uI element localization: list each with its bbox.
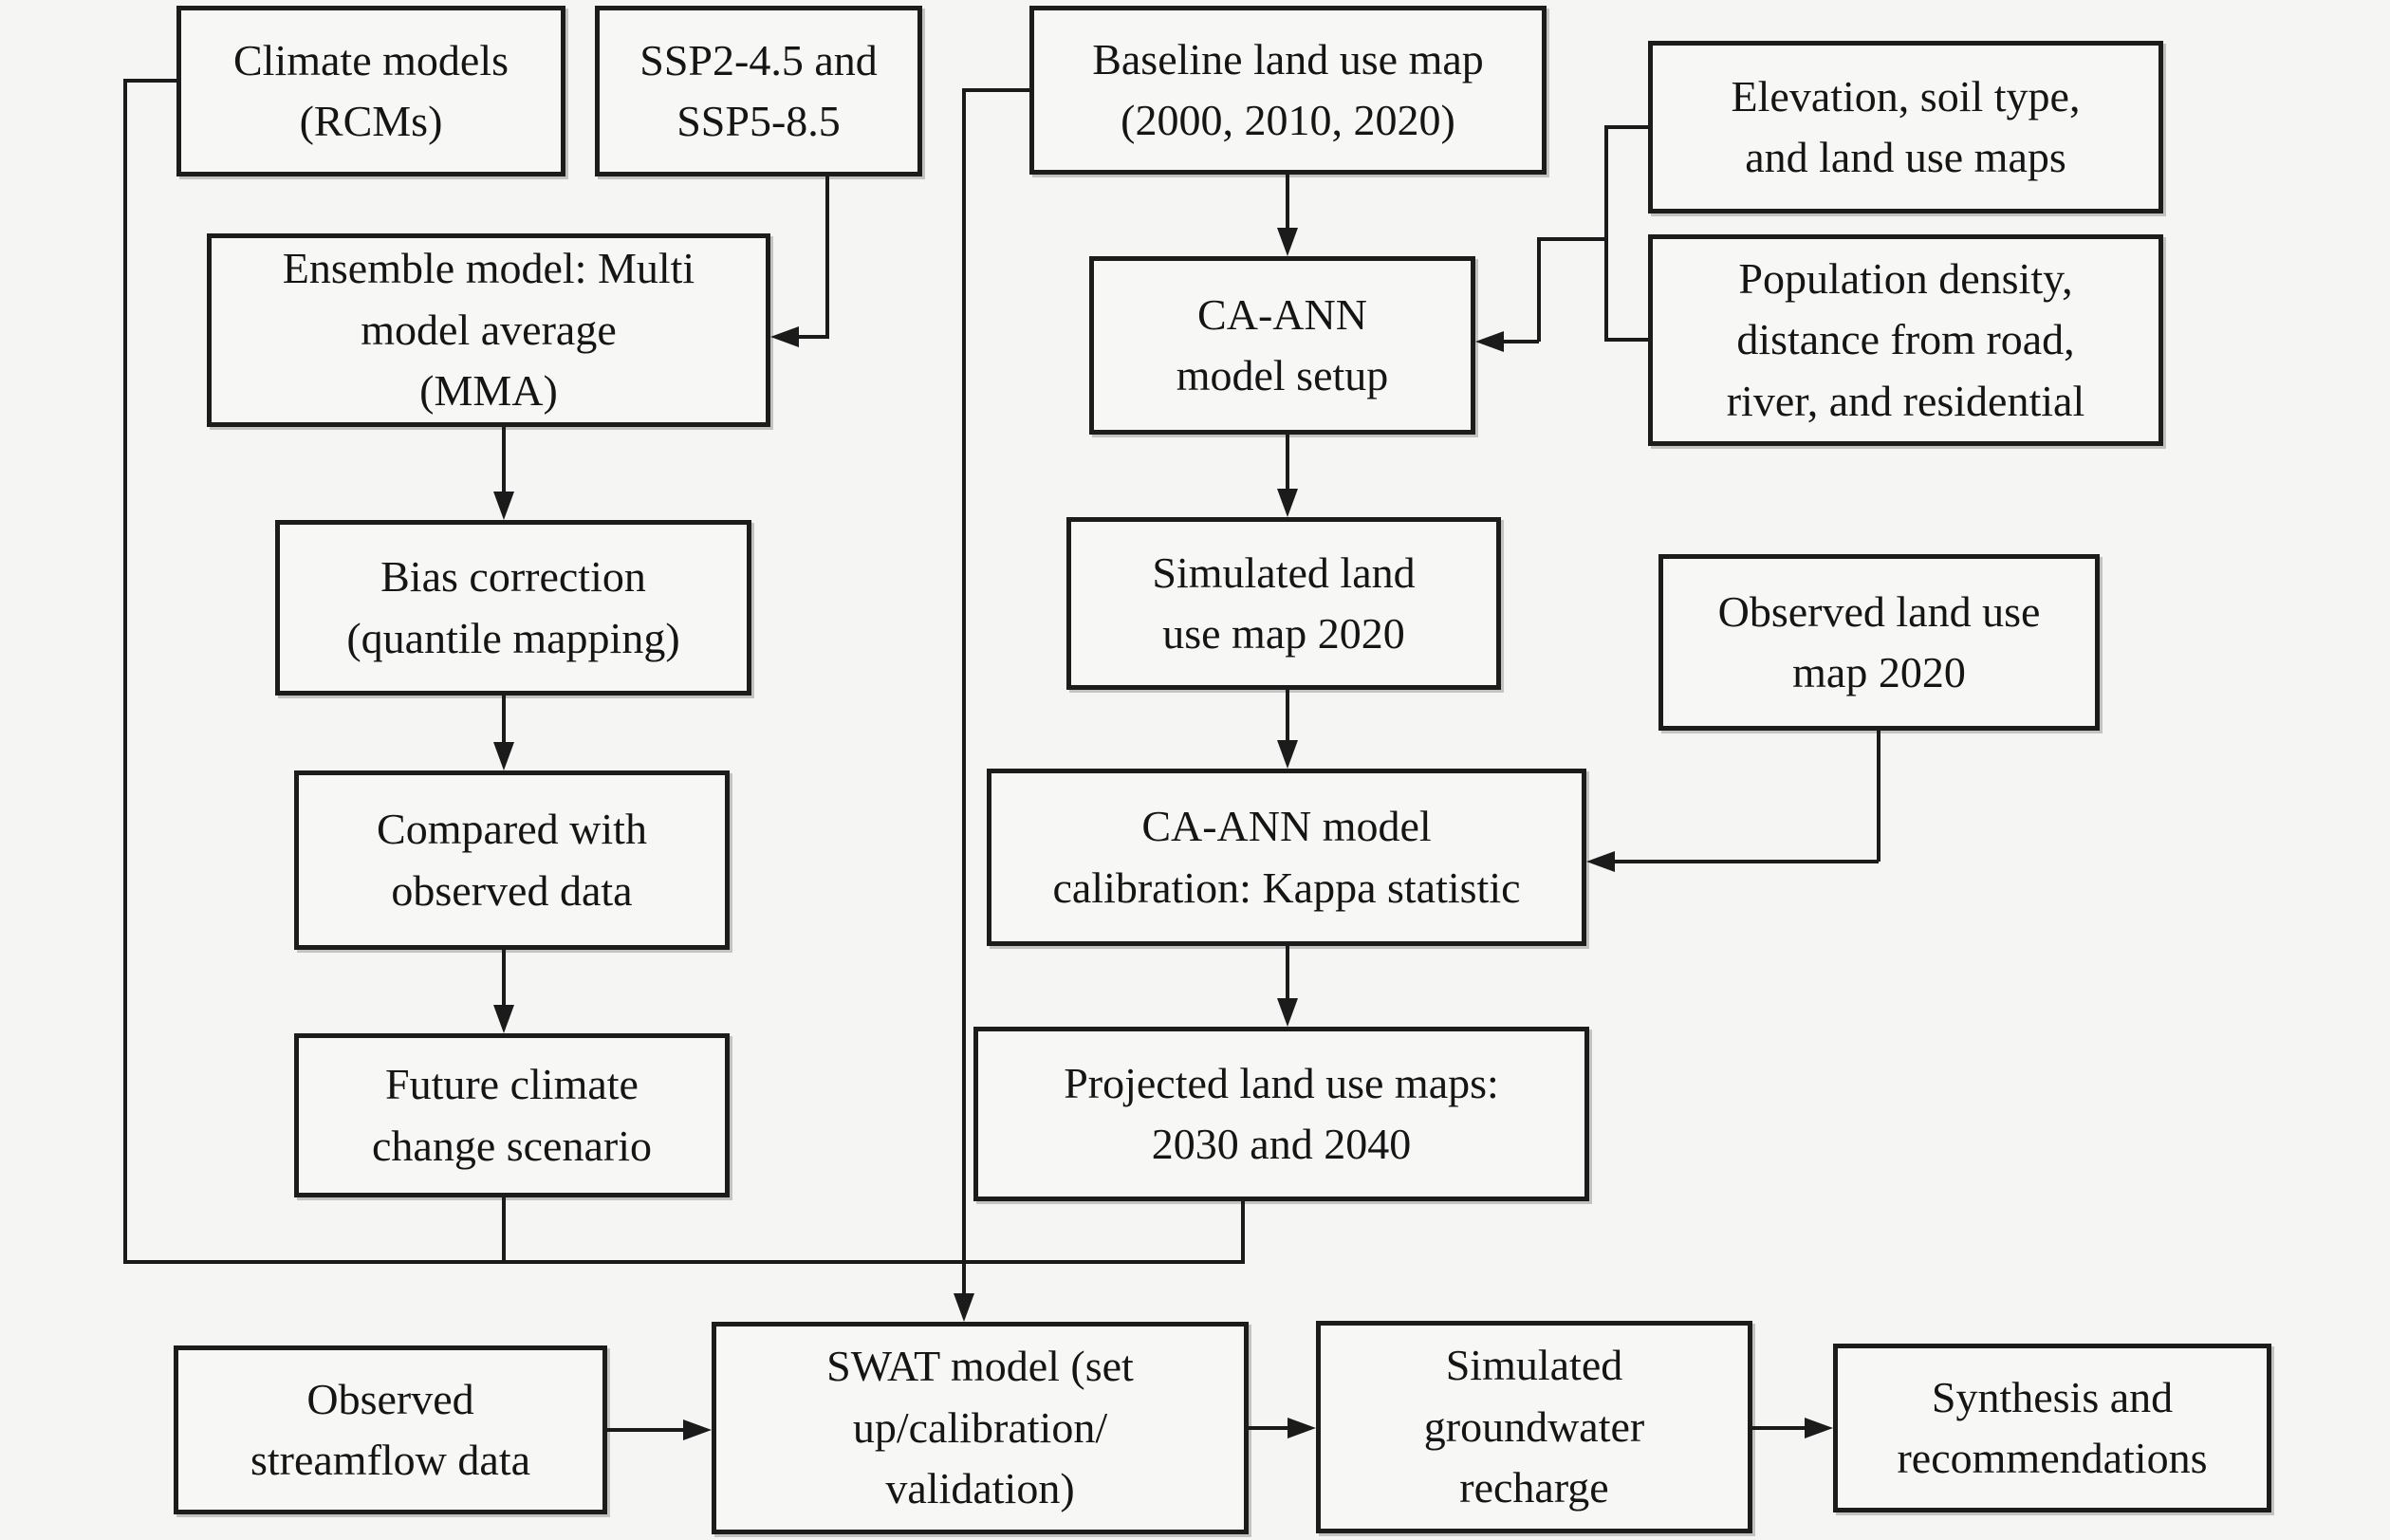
node-observed-landuse: Observed land use map 2020 (1658, 554, 2100, 731)
connector-future-to-merge-v (502, 1197, 506, 1264)
node-simulated-landuse-label-line: use map 2020 (1162, 609, 1405, 658)
node-swat-model-label-line: up/calibration/ (852, 1402, 1108, 1452)
node-swat-model-label-line: SWAT model (set (826, 1342, 1134, 1391)
connector-bracket-top-stub-h (1606, 125, 1648, 129)
arrow-into-ensemble-arrowhead-icon (770, 326, 799, 347)
connector-observedlu-to-calibration-h (1613, 860, 1879, 863)
node-bias-correction-label-line: Bias correction (380, 552, 646, 602)
node-ssp-scenarios-label-line: SSP2-4.5 and (639, 35, 878, 84)
node-synthesis: Synthesis and recommendations (1833, 1344, 2271, 1512)
node-simulated-landuse-label-line: Simulated land (1152, 547, 1416, 597)
node-elevation-soil-label-line: and land use maps (1745, 133, 2066, 181)
connector-ssp-to-ensemble-v (825, 176, 829, 339)
node-ensemble-model-label-line: Ensemble model: Multi (282, 244, 695, 293)
connector-baseline-left-h (964, 88, 1029, 92)
arrow-into-synthesis-arrowhead-icon (1805, 1418, 1833, 1438)
node-observed-landuse-label-line: Observed land use (1717, 586, 2041, 636)
connector-caann-input-h (1502, 340, 1539, 343)
node-ensemble-model-label-line: model average (361, 305, 617, 354)
arrow-into-projected-arrowhead-icon (1277, 998, 1298, 1027)
node-ensemble-model: Ensemble model: Multi model average (MMA) (207, 233, 770, 427)
node-population-distance-label-line: Population density, (1738, 253, 2073, 303)
node-population-distance: Population density, distance from road, ri… (1648, 234, 2163, 446)
node-projected-landuse-label-line: 2030 and 2040 (1151, 1120, 1412, 1168)
connector-compared-to-future-v (502, 950, 506, 1007)
connector-bias-to-compared-v (502, 696, 506, 744)
connector-projected-to-merge-v (1241, 1201, 1245, 1264)
connector-ssp-to-ensemble-h (795, 335, 829, 339)
connector-caann-to-simulated-v (1286, 435, 1289, 491)
node-ssp-scenarios-label-line: SSP5-8.5 (676, 97, 841, 145)
arrow-into-swat-top-arrowhead-icon (954, 1293, 974, 1322)
node-elevation-soil-label-line: Elevation, soil type, (1731, 71, 2081, 121)
node-elevation-soil: Elevation, soil type, and land use maps (1648, 41, 2163, 213)
node-compared-observed: Compared with observed data (294, 770, 730, 950)
node-caann-setup-label-line: model setup (1176, 351, 1389, 399)
arrow-into-swat-left-arrowhead-icon (683, 1419, 712, 1440)
arrow-into-calibration-top-arrowhead-icon (1277, 740, 1298, 769)
arrow-into-caann-top-arrowhead-icon (1277, 228, 1298, 256)
node-simulated-groundwater-label-line: groundwater (1423, 1401, 1645, 1451)
node-baseline-landuse-label-line: (2000, 2010, 2020) (1121, 96, 1455, 144)
node-caann-calibration-label-line: calibration: Kappa statistic (1052, 863, 1521, 912)
arrow-into-compared-arrowhead-icon (493, 742, 514, 770)
node-climate-models-label-line: Climate models (232, 35, 509, 84)
node-synthesis-label-line: Synthesis and (1931, 1372, 2174, 1421)
node-observed-landuse-label-line: map 2020 (1792, 648, 1966, 696)
connector-bracket-mid-h (1537, 237, 1606, 241)
node-caann-setup-label-line: CA-ANN (1197, 289, 1367, 339)
arrow-into-simulated-arrowhead-icon (1277, 489, 1298, 517)
connector-center-rail-v (962, 88, 966, 1297)
node-compared-observed-label-line: Compared with (377, 805, 647, 854)
node-projected-landuse-label-line: Projected land use maps: (1064, 1058, 1499, 1107)
node-future-climate: Future climate change scenario (294, 1033, 730, 1197)
node-caann-setup: CA-ANN model setup (1089, 256, 1475, 435)
node-population-distance-label-line: river, and residential (1726, 376, 2085, 425)
node-future-climate-label-line: Future climate (385, 1060, 639, 1109)
connector-swat-to-groundwater-h (1249, 1426, 1289, 1430)
node-simulated-groundwater-label-line: recharge (1459, 1463, 1609, 1512)
connector-calibration-to-projected-v (1286, 946, 1289, 1000)
arrow-into-groundwater-arrowhead-icon (1288, 1418, 1316, 1438)
node-compared-observed-label-line: observed data (391, 865, 633, 915)
connector-bracket-bottom-stub-h (1606, 338, 1648, 342)
connector-simulated-to-calibration-v (1286, 690, 1289, 742)
connector-bracket-v (1604, 125, 1608, 342)
node-baseline-landuse: Baseline land use map (2000, 2010, 2020) (1029, 6, 1547, 175)
node-caann-calibration: CA-ANN model calibration: Kappa statistic (987, 769, 1586, 946)
node-simulated-groundwater-label-line: Simulated (1445, 1341, 1623, 1390)
node-ensemble-model-label-line: (MMA) (419, 366, 558, 416)
node-swat-model: SWAT model (set up/calibration/validation… (712, 1322, 1249, 1534)
connector-ensemble-to-bias-v (502, 427, 506, 493)
node-climate-models: Climate models (RCMs) (176, 6, 565, 176)
arrow-into-calibration-right-arrowhead-icon (1586, 851, 1615, 872)
node-bias-correction-label-line: (quantile mapping) (346, 613, 680, 662)
node-bias-correction: Bias correction (quantile mapping) (275, 520, 751, 696)
arrow-into-caann-right-arrowhead-icon (1475, 331, 1504, 352)
connector-merge-h (125, 1260, 1245, 1264)
node-projected-landuse: Projected land use maps: 2030 and 2040 (973, 1027, 1589, 1201)
connector-groundwater-to-synthesis-h (1752, 1426, 1806, 1430)
node-baseline-landuse-label-line: Baseline land use map (1092, 34, 1484, 83)
arrow-into-bias-arrowhead-icon (493, 492, 514, 520)
node-simulated-landuse: Simulated land use map 2020 (1066, 517, 1501, 690)
node-swat-model-label-line: validation) (885, 1464, 1075, 1513)
connector-caann-input-v (1537, 237, 1541, 342)
connector-left-rail-v (123, 79, 127, 1264)
node-caann-calibration-label-line: CA-ANN model (1141, 802, 1432, 851)
connector-baseline-to-caann-v (1286, 175, 1289, 230)
node-observed-streamflow: Observed streamflow data (174, 1345, 607, 1514)
connector-climate-left-h (125, 79, 178, 83)
node-future-climate-label-line: change scenario (371, 1121, 652, 1170)
connector-streamflow-to-swat-h (607, 1428, 685, 1432)
node-observed-streamflow-label-line: Observed (306, 1374, 474, 1423)
node-climate-models-label-line: (RCMs) (299, 97, 443, 145)
arrow-into-future-arrowhead-icon (493, 1005, 514, 1033)
node-observed-streamflow-label-line: streamflow data (250, 1436, 531, 1484)
node-population-distance-label-line: distance from road, (1736, 315, 2075, 364)
node-simulated-groundwater: Simulated groundwater recharge (1316, 1321, 1752, 1533)
node-synthesis-label-line: recommendations (1897, 1434, 2208, 1482)
connector-observedlu-down-v (1877, 731, 1881, 862)
